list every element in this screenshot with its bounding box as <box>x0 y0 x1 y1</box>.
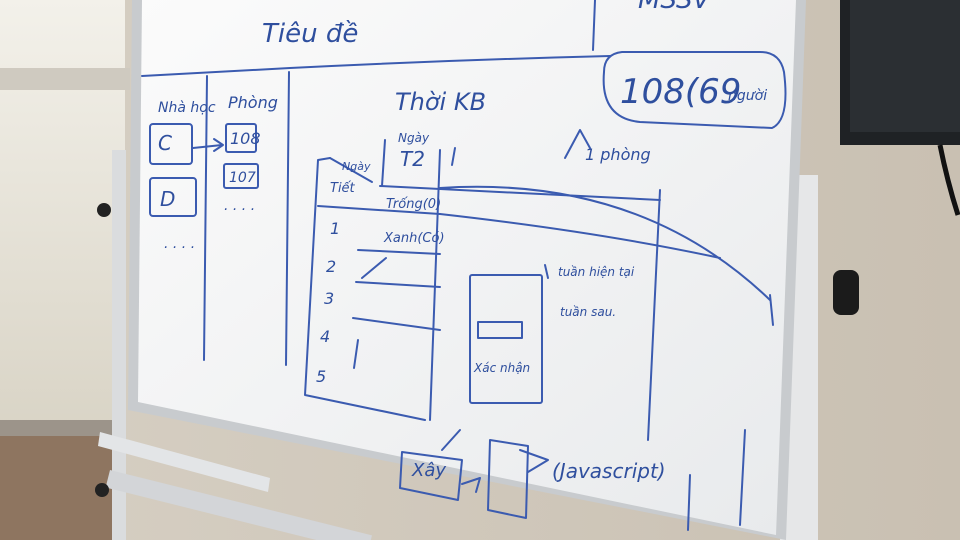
period-1: 1 <box>330 219 340 238</box>
stand-knob-right <box>833 270 859 315</box>
corner-period: Tiết <box>330 181 356 196</box>
day-value: T2 <box>400 147 425 171</box>
window-rail <box>0 68 130 90</box>
this-week-option: tuần hiện tại <box>558 265 635 279</box>
capacity-value: 108(69 <box>620 72 741 112</box>
mssv-partial: MSSV <box>638 0 713 15</box>
day-header: Ngày <box>398 131 430 145</box>
corner-day: Ngày <box>342 160 371 173</box>
col-room-header: Phòng <box>228 93 278 112</box>
stand-knob-left <box>97 203 111 217</box>
monitor-screen <box>850 0 960 132</box>
building-c: C <box>158 131 172 155</box>
cell-free: Trống(0) <box>386 197 441 212</box>
room-108: 108 <box>230 129 261 148</box>
stand-knob-bottom <box>95 483 109 497</box>
ink-lines <box>141 0 787 531</box>
period-5: 5 <box>316 367 326 386</box>
confirm-label: Xác nhận <box>473 361 530 375</box>
next-week-option: tuần sau. <box>560 305 616 319</box>
window-sill <box>0 420 120 436</box>
build-label: Xây <box>411 460 446 481</box>
capacity-unit: người <box>728 88 767 104</box>
building-ellipsis: . . . . <box>164 236 195 252</box>
monitor-cable <box>937 144 960 216</box>
period-3: 3 <box>324 289 334 308</box>
javascript-label: (Javascript) <box>552 459 666 483</box>
period-4: 4 <box>320 327 330 346</box>
per-room-note: 1 phòng <box>585 145 651 164</box>
period-2: 2 <box>326 257 336 276</box>
marker-tray <box>98 432 270 492</box>
building-d: D <box>160 187 175 211</box>
board-title: Tiêu đề <box>262 19 358 49</box>
cell-busy: Xanh(Có) <box>383 231 445 246</box>
col-building-header: Nhà học <box>158 100 216 116</box>
schedule-title: Thời KB <box>395 88 486 116</box>
room-ellipsis: . . . . <box>224 198 255 214</box>
board-surface <box>138 0 796 535</box>
stand-foot-bar <box>105 470 372 540</box>
room-107: 107 <box>229 170 256 186</box>
